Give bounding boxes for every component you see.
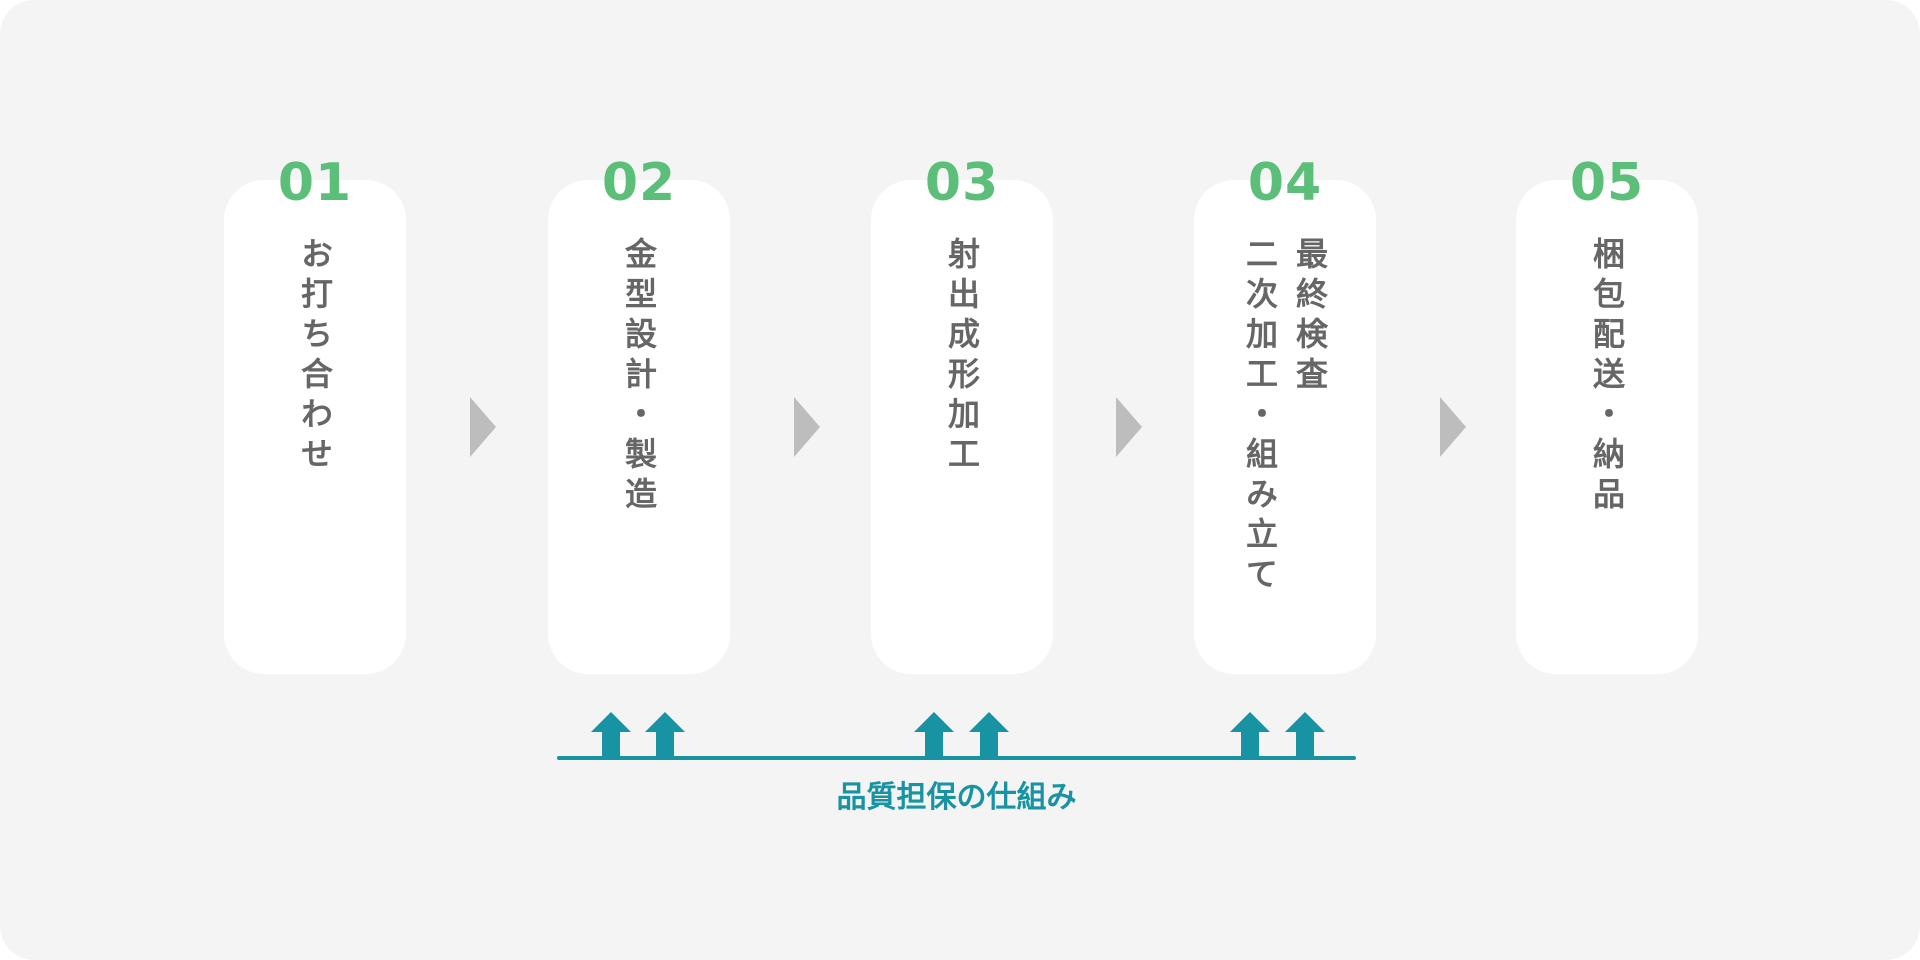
step-card-05 (1516, 180, 1698, 674)
step-card-02 (548, 180, 730, 674)
step-label-03-line-1: 射出成形加工 (943, 237, 981, 477)
step-label-02-line-1: 金型設計・製造 (620, 237, 658, 517)
chevron-right-icon (470, 397, 496, 457)
quality-caption: 品質担保の仕組み (836, 780, 1077, 815)
step-label-01-line-1: お打ち合わせ (296, 237, 334, 477)
chevron-right-icon (1116, 397, 1142, 457)
step-label-01: お打ち合わせ (224, 237, 406, 637)
step-card-04 (1194, 180, 1376, 674)
step-number-05: 05 (1569, 153, 1645, 213)
arrow-up-icon (914, 712, 954, 758)
step-card-01 (224, 180, 406, 674)
step-card-03 (871, 180, 1053, 674)
step-label-03: 射出成形加工 (871, 237, 1053, 637)
step-label-04: 最終検査 二次加工・組み立て (1194, 237, 1376, 637)
step-number-01: 01 (277, 153, 353, 213)
arrow-up-icon (969, 712, 1009, 758)
arrow-up-icon (591, 712, 631, 758)
step-label-05: 梱包配送・納品 (1516, 237, 1698, 637)
quality-baseline (557, 756, 1356, 760)
step-label-05-line-1: 梱包配送・納品 (1588, 237, 1626, 517)
step-number-03: 03 (924, 153, 1000, 213)
step-number-02: 02 (601, 153, 677, 213)
arrow-up-icon (645, 712, 685, 758)
arrow-up-icon (1230, 712, 1270, 758)
step-label-04-line-2: 二次加工・組み立て (1241, 237, 1279, 597)
step-label-02: 金型設計・製造 (548, 237, 730, 637)
arrow-up-icon (1285, 712, 1325, 758)
step-label-04-line-1: 最終検査 (1291, 237, 1329, 397)
step-number-04: 04 (1247, 153, 1323, 213)
chevron-right-icon (1440, 397, 1466, 457)
chevron-right-icon (794, 397, 820, 457)
